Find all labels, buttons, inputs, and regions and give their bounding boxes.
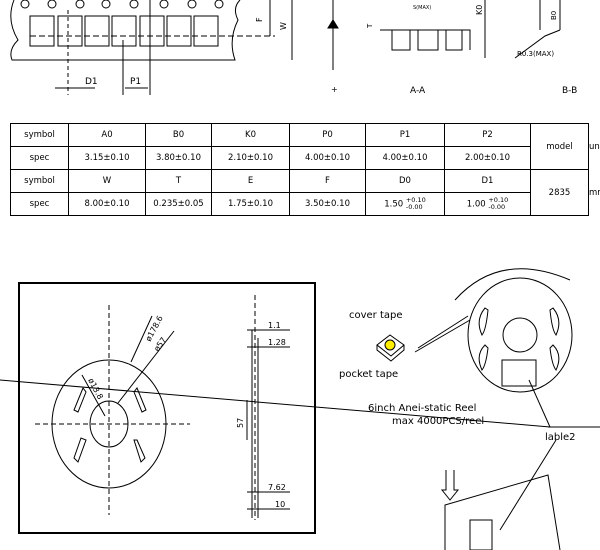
pocket-tape-label: pocket tape <box>339 369 398 380</box>
spec-cell-d0: 1.50 +0.10-0.00 <box>365 192 445 216</box>
dim-10: 10 <box>275 500 285 509</box>
spec-header: spec <box>10 146 69 170</box>
drawing-frame <box>18 282 316 534</box>
reel-outer <box>51 359 167 489</box>
table-row: symbol W T E F D0 D1 2835 mm <box>10 169 600 216</box>
d1-label: D1 <box>85 77 98 87</box>
d1-nominal: 1.00 <box>466 199 486 210</box>
spec-table: symbol A0 B0 K0 P0 P1 P2 model unit spec… <box>10 123 600 216</box>
reel-desc-line2: max 4000PCS/reel <box>392 416 484 427</box>
f-label: F <box>255 17 264 22</box>
b0-label: B0 <box>550 11 558 20</box>
tape-outline <box>10 0 241 61</box>
d0-plus-tol: +0.10 <box>405 196 426 204</box>
reel-hub <box>89 400 129 448</box>
table-row: spec 8.00±0.10 0.235±0.05 1.75±0.10 3.50… <box>10 192 589 216</box>
d0-nominal: 1.50 <box>384 199 404 210</box>
t-label: T <box>366 23 374 29</box>
model-header: model <box>530 123 589 170</box>
spec-cell: 3.15±0.10 <box>68 146 146 170</box>
hub-height-label: 57 <box>236 418 245 428</box>
dim-7-62: 7.62 <box>268 483 286 492</box>
pockets <box>29 15 219 47</box>
w-label: W <box>279 22 288 30</box>
symbol-cell: E <box>211 169 290 193</box>
led-dot <box>384 339 396 351</box>
spec-cell: 3.80±0.10 <box>145 146 212 170</box>
section-aa-label: A-A <box>410 86 426 96</box>
section-bb-label: B-B <box>562 86 577 96</box>
symbol-cell: P2 <box>444 123 531 147</box>
hub-dia-label: ø57 <box>152 336 168 354</box>
symbol-cell: F <box>289 169 366 193</box>
symbol-header: symbol <box>10 169 69 193</box>
carrier-tape-drawing: D1 P1 F W + T S(MAX) K0 B0 R0.3(MAX) A-A… <box>10 0 577 96</box>
spec-cell: 2.10±0.10 <box>211 146 290 170</box>
packing-reel <box>467 277 573 393</box>
dim-1-28: 1.28 <box>268 338 286 347</box>
spec-cell: 8.00±0.10 <box>68 192 146 216</box>
outer-dia-label: ø178.6 <box>144 314 165 343</box>
reel-desc-line1: 6inch Anei-static Reel <box>368 403 476 414</box>
symbol-cell: D0 <box>365 169 445 193</box>
symbol-cell: W <box>68 169 146 193</box>
d1-plus-tol: +0.10 <box>488 196 509 204</box>
cover-tape-label: cover tape <box>349 310 403 321</box>
symbol-cell: B0 <box>145 123 212 147</box>
table-row: spec 3.15±0.10 3.80±0.10 2.10±0.10 4.00±… <box>10 146 589 170</box>
symbol-cell: T <box>145 169 212 193</box>
p1-label: P1 <box>130 77 141 87</box>
spec-header: spec <box>10 192 69 216</box>
symbol-cell: D1 <box>444 169 531 193</box>
bore-dia-label: ø13.8 <box>86 377 105 401</box>
s-max-label: S(MAX) <box>413 5 431 11</box>
sprocket-holes <box>20 0 224 9</box>
dim-1-1: 1.1 <box>268 321 281 330</box>
symbol-header: symbol <box>10 123 69 147</box>
spec-cell-d1: 1.00 +0.10-0.00 <box>444 192 531 216</box>
symbol-cell: P1 <box>365 123 445 147</box>
spec-cell: 0.235±0.05 <box>145 192 212 216</box>
symbol-cell: A0 <box>68 123 146 147</box>
spec-cell: 4.00±0.10 <box>365 146 445 170</box>
symbol-cell: K0 <box>211 123 290 147</box>
spec-cell: 3.50±0.10 <box>289 192 366 216</box>
r-max-label: R0.3(MAX) <box>517 50 554 58</box>
label-callout: lable2 <box>545 432 576 443</box>
spec-cell: 2.00±0.10 <box>444 146 531 170</box>
spec-cell: 1.75±0.10 <box>211 192 290 216</box>
rotation-arrow <box>454 268 571 301</box>
plus-label: + <box>331 85 338 94</box>
spec-cell: 4.00±0.10 <box>289 146 366 170</box>
model-value: 2835 <box>530 169 589 216</box>
d1-minus-tol: -0.00 <box>488 203 506 211</box>
table-row: symbol A0 B0 K0 P0 P1 P2 model unit <box>10 123 600 170</box>
k0-label: K0 <box>475 5 484 15</box>
d0-minus-tol: -0.00 <box>405 203 423 211</box>
symbol-cell: P0 <box>289 123 366 147</box>
